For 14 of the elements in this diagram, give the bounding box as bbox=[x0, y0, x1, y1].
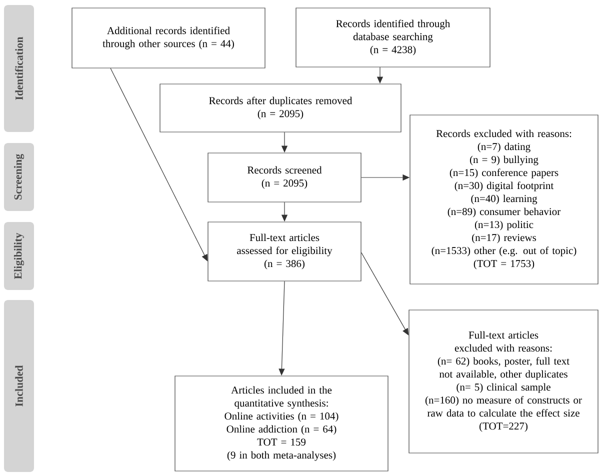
phase-label: Eligibility bbox=[4, 222, 34, 290]
phase-label: Included bbox=[4, 300, 34, 472]
process-box: Full-text articles assessed for eligibility (n = 386) bbox=[208, 222, 362, 282]
arrow bbox=[361, 252, 409, 336]
process-box: Articles included in the quantitative synthesis: Online activities (n = 104) Online addiction (n = 64) TOT = 159 (9 in both meta-analyses) bbox=[174, 376, 388, 472]
phase-label: Screening bbox=[4, 143, 34, 211]
process-box: Additional records identified through other sources (n = 44) bbox=[72, 8, 266, 68]
phase-label: Identification bbox=[4, 5, 34, 132]
process-box: Records excluded with reasons: (n=7) dating (n = 9) bullying (n=15) conference papers (n=30) digital footprint (n=40) learning (n=89) consumer behavior (n=13) politic (n=17) reviews (n=1533) other (e.g. out of topic) (TOT = 1753) bbox=[410, 114, 598, 284]
process-box: Records screened (n = 2095) bbox=[208, 152, 362, 202]
process-box: Records identified through database searching (n = 4238) bbox=[296, 8, 490, 68]
process-box: Full-text articles excluded with reasons: (n= 62) books, poster, full text not available, other duplicates (n= 5) clinical sample (n=160) no measure of constructs or raw data to calculate the effect size (TOT=227) bbox=[408, 310, 598, 454]
arrow bbox=[110, 68, 208, 262]
process-box: Records after duplicates removed (n = 2095) bbox=[160, 84, 402, 132]
